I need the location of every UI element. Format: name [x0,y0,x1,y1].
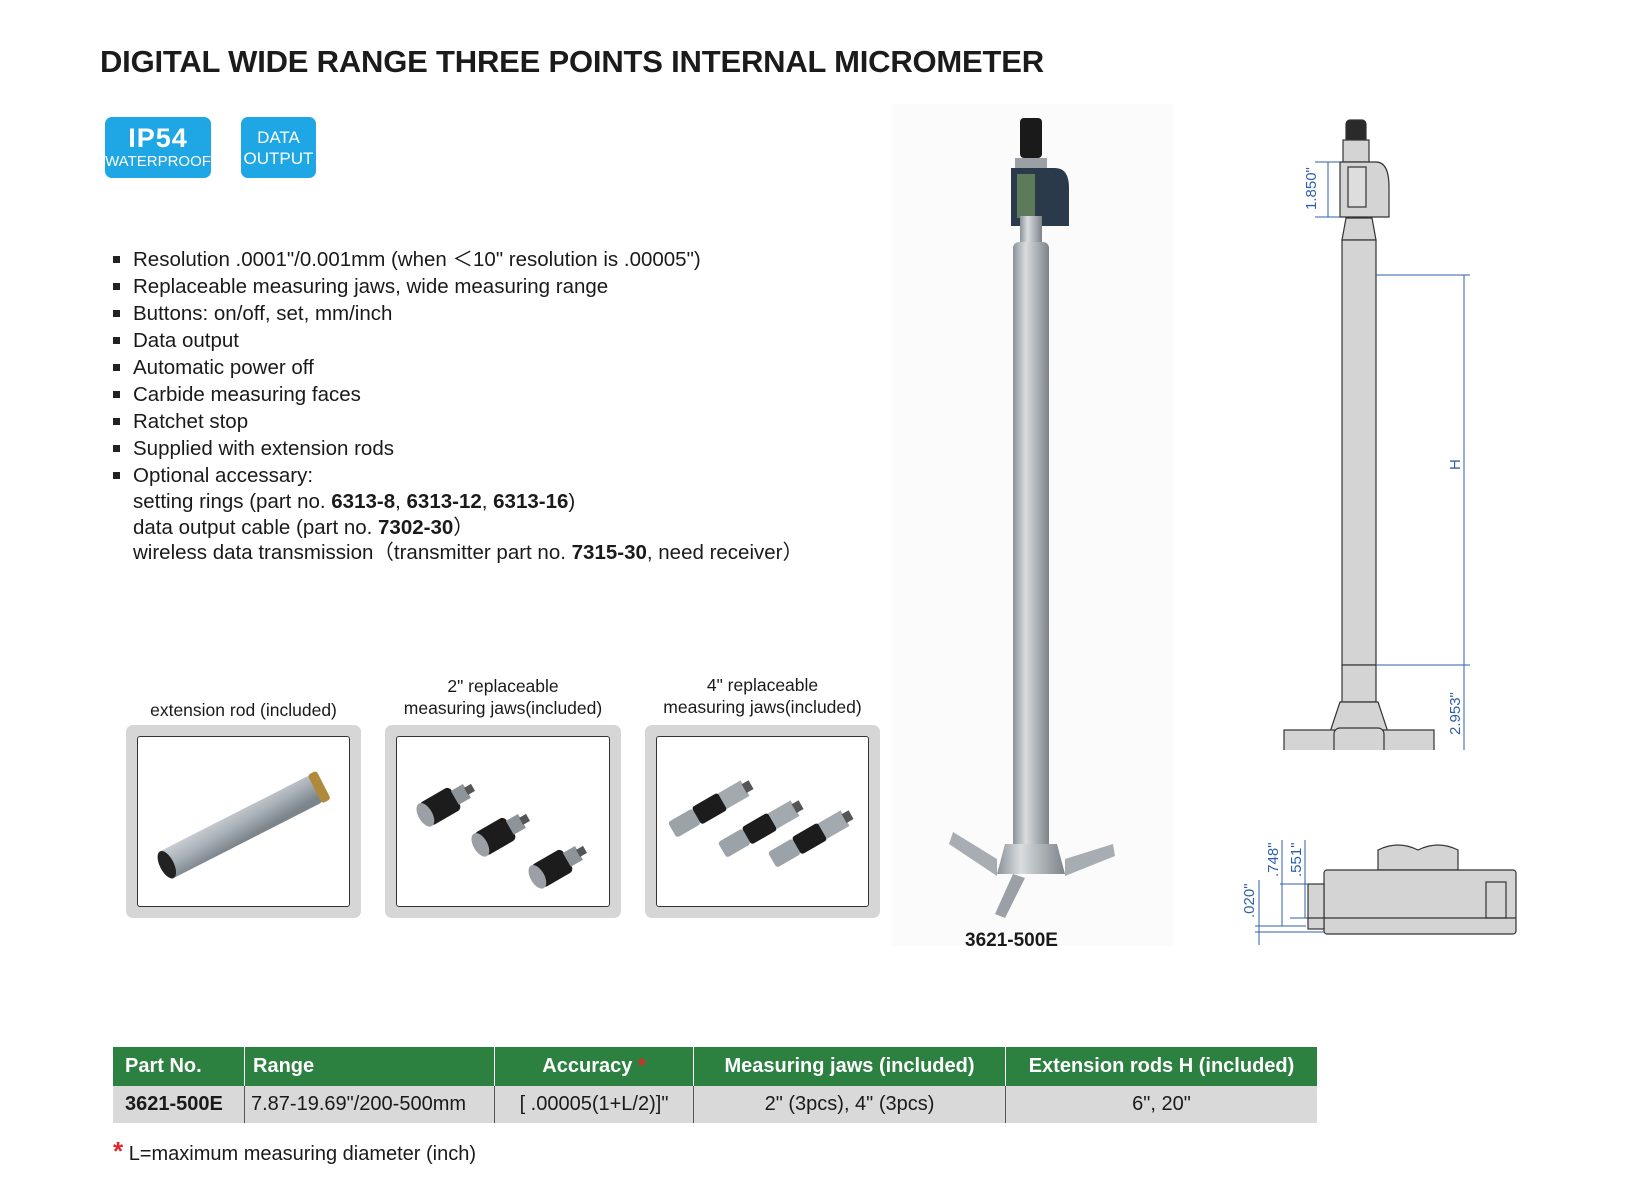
text: data output cable (part no. [133,515,379,539]
feature-text: Ratchet stop [133,410,249,433]
part-number: 6313-16 [493,490,569,513]
bullet-icon [113,283,120,290]
footnote-text: L=maximum measuring diameter (inch) [128,1143,477,1165]
dim-base-height: 2.953" [1447,692,1464,735]
badge-output: OUTPUT [243,148,314,168]
micrometer-icon [949,118,1115,918]
product-photo [893,104,1173,946]
dim-551: .551" [1288,842,1305,877]
badge-ip54: IP54 [128,122,188,153]
feature-text: Buttons: on/off, set, mm/inch [133,302,393,325]
dim-020: .020" [1241,883,1258,918]
header-accuracy: Accuracy * [494,1047,694,1086]
footnote: * L=maximum measuring diameter (inch) [113,1136,476,1167]
feature-item: Replaceable measuring jaws, wide measuri… [113,273,803,300]
bullet-icon [113,391,120,398]
extension-rod-icon [157,771,330,879]
text: ) [568,490,576,513]
cell-range: 7.87-19.69"/200-500mm [244,1086,495,1123]
caption-extension-rod: extension rod (included) [150,700,337,720]
feature-text: Carbide measuring faces [133,383,361,406]
cell-rods: 6", 20" [1005,1086,1317,1123]
feature-item: Data output [113,327,803,354]
dim-748: .748" [1265,842,1282,877]
part-number: 7315-30 [571,541,647,564]
bullet-icon [113,445,120,452]
bullet-icon [113,472,120,479]
feature-text: Optional accessary: [133,464,314,487]
feature-item: Supplied with extension rods [113,435,803,462]
table-header-row: Part No. Range Accuracy * Measuring jaws… [113,1047,1317,1086]
feature-text: Data output [133,329,239,352]
text: setting rings (part no. [133,490,332,513]
cell-part-no: 3621-500E [113,1086,245,1123]
spec-table: Part No. Range Accuracy * Measuring jaws… [113,1047,1317,1123]
header-rods: Extension rods H (included) [1005,1047,1317,1086]
text: wireless data transmission（transmitter p… [133,541,572,564]
2in-jaws-image [385,725,621,918]
caption-line: measuring jaws(included) [663,697,862,717]
asterisk-icon: * [637,1055,646,1077]
bullet-icon [113,256,120,263]
caption-line: 4" replaceable [706,675,819,695]
table-row: 3621-500E 7.87-19.69"/200-500mm [ .00005… [113,1086,1317,1123]
header-accuracy-label: Accuracy [542,1055,633,1077]
feature-text: Resolution .0001"/0.001mm (when ＜10" res… [133,248,701,271]
measuring-jaws-icon [668,780,857,869]
badge-waterproof: WATERPROOF [105,152,211,170]
bullet-icon [113,337,120,344]
text: , need receiver） [646,541,803,564]
accessory-cable: data output cable (part no. 7302-30） [113,515,803,541]
ip54-waterproof-badge: IP54 WATERPROOF [105,117,211,178]
feature-list: Resolution .0001"/0.001mm (when ＜10" res… [113,246,803,566]
cell-jaws: 2" (3pcs), 4" (3pcs) [693,1086,1006,1123]
feature-item: Ratchet stop [113,408,803,435]
4in-jaws-image [645,725,880,918]
bullet-icon [113,364,120,371]
dim-head-height: 1.850" [1303,167,1320,210]
accessory-setting-rings: setting rings (part no. 6313-8, 6313-12,… [133,490,576,513]
feature-item: Automatic power off [113,354,803,381]
bullet-icon [113,310,120,317]
part-number: 6313-12 [406,490,482,513]
feature-item: Optional accessary: [113,462,803,489]
header-part-no: Part No. [113,1047,245,1086]
accessory-wireless: wireless data transmission（transmitter p… [113,540,803,566]
jaw-detail-drawing: .748" .551" .020" [1241,840,1517,945]
caption-line: measuring jaws(included) [403,698,603,718]
dim-rod-h: H [1447,459,1464,470]
header-range: Range [244,1047,495,1086]
cell-accuracy: [ .00005(1+L/2)]" [494,1086,694,1123]
feature-item: Resolution .0001"/0.001mm (when ＜10" res… [113,246,803,273]
measuring-jaws-icon [416,783,592,892]
data-output-badge: DATA OUTPUT [241,117,316,178]
asterisk-icon: * [113,1136,124,1166]
page-title: DIGITAL WIDE RANGE THREE POINTS INTERNAL… [100,44,1044,79]
product-model-label: 3621-500E [965,930,1058,951]
header-jaws: Measuring jaws (included) [693,1047,1006,1086]
feature-text: Automatic power off [133,356,314,379]
feature-text: Supplied with extension rods [133,437,394,460]
caption-line: 2" replaceable [447,676,559,696]
dimension-drawing: 1.850" H 2.953" [1283,119,1470,750]
feature-text: Replaceable measuring jaws, wide measuri… [133,275,609,298]
badge-data: DATA [257,127,300,147]
bullet-icon [113,418,120,425]
text: ） [453,515,474,539]
part-number: 6313-8 [331,490,396,513]
extension-rod-image [126,725,361,918]
feature-item: Buttons: on/off, set, mm/inch [113,300,803,327]
part-number: 7302-30 [378,515,454,539]
feature-item: Carbide measuring faces [113,381,803,408]
